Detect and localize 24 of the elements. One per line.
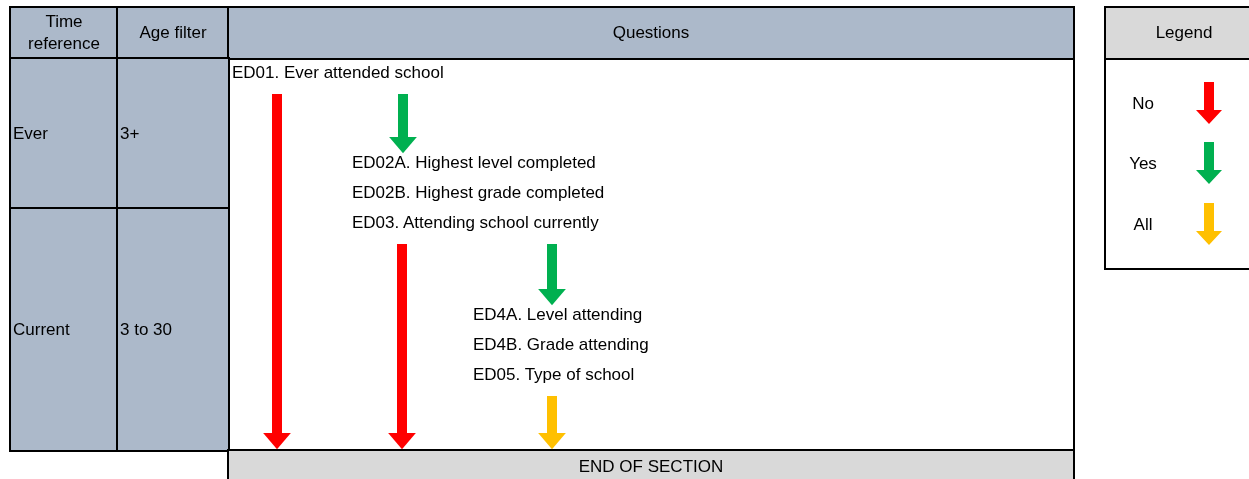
question-text: ED02B. Highest grade completed xyxy=(352,183,605,203)
age-filter-cell: 3 to 30 xyxy=(116,207,230,452)
column-header: Age filter xyxy=(116,6,230,60)
legend-label: No xyxy=(1131,94,1155,114)
question-text: ED05. Type of school xyxy=(473,365,635,385)
legend-label: All xyxy=(1132,215,1154,235)
arrow xyxy=(388,244,416,450)
legend-header: Legend xyxy=(1104,6,1249,60)
age-filter-cell: 3+ xyxy=(116,57,230,210)
question-text: ED01. Ever attended school xyxy=(232,63,444,83)
question-text: ED4B. Grade attending xyxy=(473,335,649,355)
arrow xyxy=(538,244,566,306)
row-header: Current xyxy=(9,207,119,452)
row-header: Ever xyxy=(9,57,119,210)
arrow xyxy=(538,396,566,450)
question-text: ED4A. Level attending xyxy=(473,305,643,325)
end-of-section-bar: END OF SECTION xyxy=(227,449,1075,479)
arrow xyxy=(263,94,291,450)
arrow xyxy=(389,94,417,154)
question-text: ED02A. Highest level completed xyxy=(352,153,596,173)
question-text: ED03. Attending school currently xyxy=(352,213,599,233)
column-header: Questions xyxy=(227,6,1075,60)
legend-label: Yes xyxy=(1128,154,1158,174)
column-header: Time reference xyxy=(9,6,119,60)
